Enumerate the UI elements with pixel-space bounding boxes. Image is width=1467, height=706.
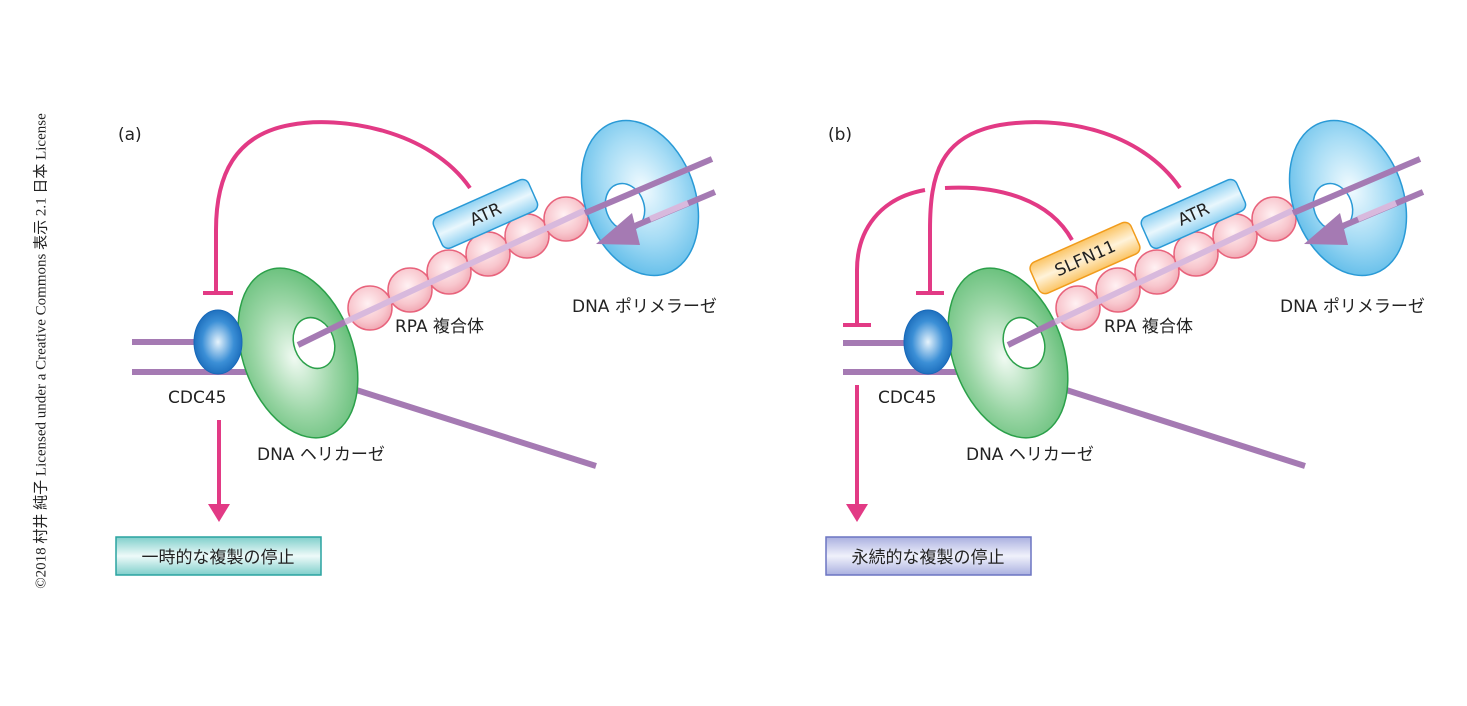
single-strand-dna bbox=[296, 319, 347, 348]
slfn11-inhibition-arc bbox=[944, 185, 1074, 241]
outcome-arrowhead bbox=[208, 504, 230, 522]
single-strand-dna bbox=[1006, 319, 1057, 348]
synthesis-arrowhead bbox=[596, 213, 640, 245]
template-strand bbox=[583, 156, 714, 216]
polymerase-label: DNA ポリメラーゼ bbox=[1280, 297, 1425, 317]
rpa-label: RPA 複合体 bbox=[1104, 317, 1193, 337]
panel-a: (a) bbox=[115, 119, 717, 576]
atr-inhibition-arc bbox=[928, 120, 1182, 292]
panel-b: (b) bbox=[825, 119, 1425, 576]
nascent-strand-highlight bbox=[1356, 200, 1398, 222]
single-strand-dna-rpa-coated bbox=[343, 204, 594, 325]
helicase-label: DNA ヘリカーゼ bbox=[257, 445, 385, 465]
panel-a-label: (a) bbox=[118, 125, 142, 145]
lagging-strand bbox=[1059, 385, 1306, 469]
cdc45 bbox=[193, 309, 243, 375]
helicase-label: DNA ヘリカーゼ bbox=[966, 445, 1094, 465]
outcome-label: 一時的な複製の停止 bbox=[142, 548, 295, 568]
slfn11-protein: SLFN11 bbox=[1029, 221, 1141, 295]
template-strand bbox=[1291, 156, 1422, 216]
outcome-label: 永続的な複製の停止 bbox=[852, 548, 1005, 568]
atr-protein: ATR bbox=[1140, 178, 1247, 250]
outcome-box bbox=[115, 536, 322, 576]
lagging-strand bbox=[349, 385, 597, 469]
atr-protein: ATR bbox=[432, 178, 539, 250]
synthesis-arrowhead bbox=[1304, 213, 1348, 245]
outcome-box bbox=[825, 536, 1032, 576]
cdc45 bbox=[903, 309, 953, 375]
cdc45-label: CDC45 bbox=[878, 388, 936, 408]
slfn11-inhibition-arc-left bbox=[855, 188, 926, 324]
atr-inhibition-arc bbox=[214, 120, 472, 292]
polymerase-label: DNA ポリメラーゼ bbox=[572, 297, 717, 317]
dna-helicase bbox=[237, 267, 359, 439]
panel-b-label: (b) bbox=[828, 125, 852, 145]
outcome-arrowhead bbox=[846, 504, 868, 522]
single-strand-dna-rpa-coated bbox=[1053, 204, 1302, 325]
nascent-strand-highlight bbox=[648, 200, 690, 222]
rpa-label: RPA 複合体 bbox=[395, 317, 484, 337]
cdc45-label: CDC45 bbox=[168, 388, 226, 408]
copyright-notice: ©2018 村井 純子 Licensed under a Creative Co… bbox=[33, 113, 50, 589]
